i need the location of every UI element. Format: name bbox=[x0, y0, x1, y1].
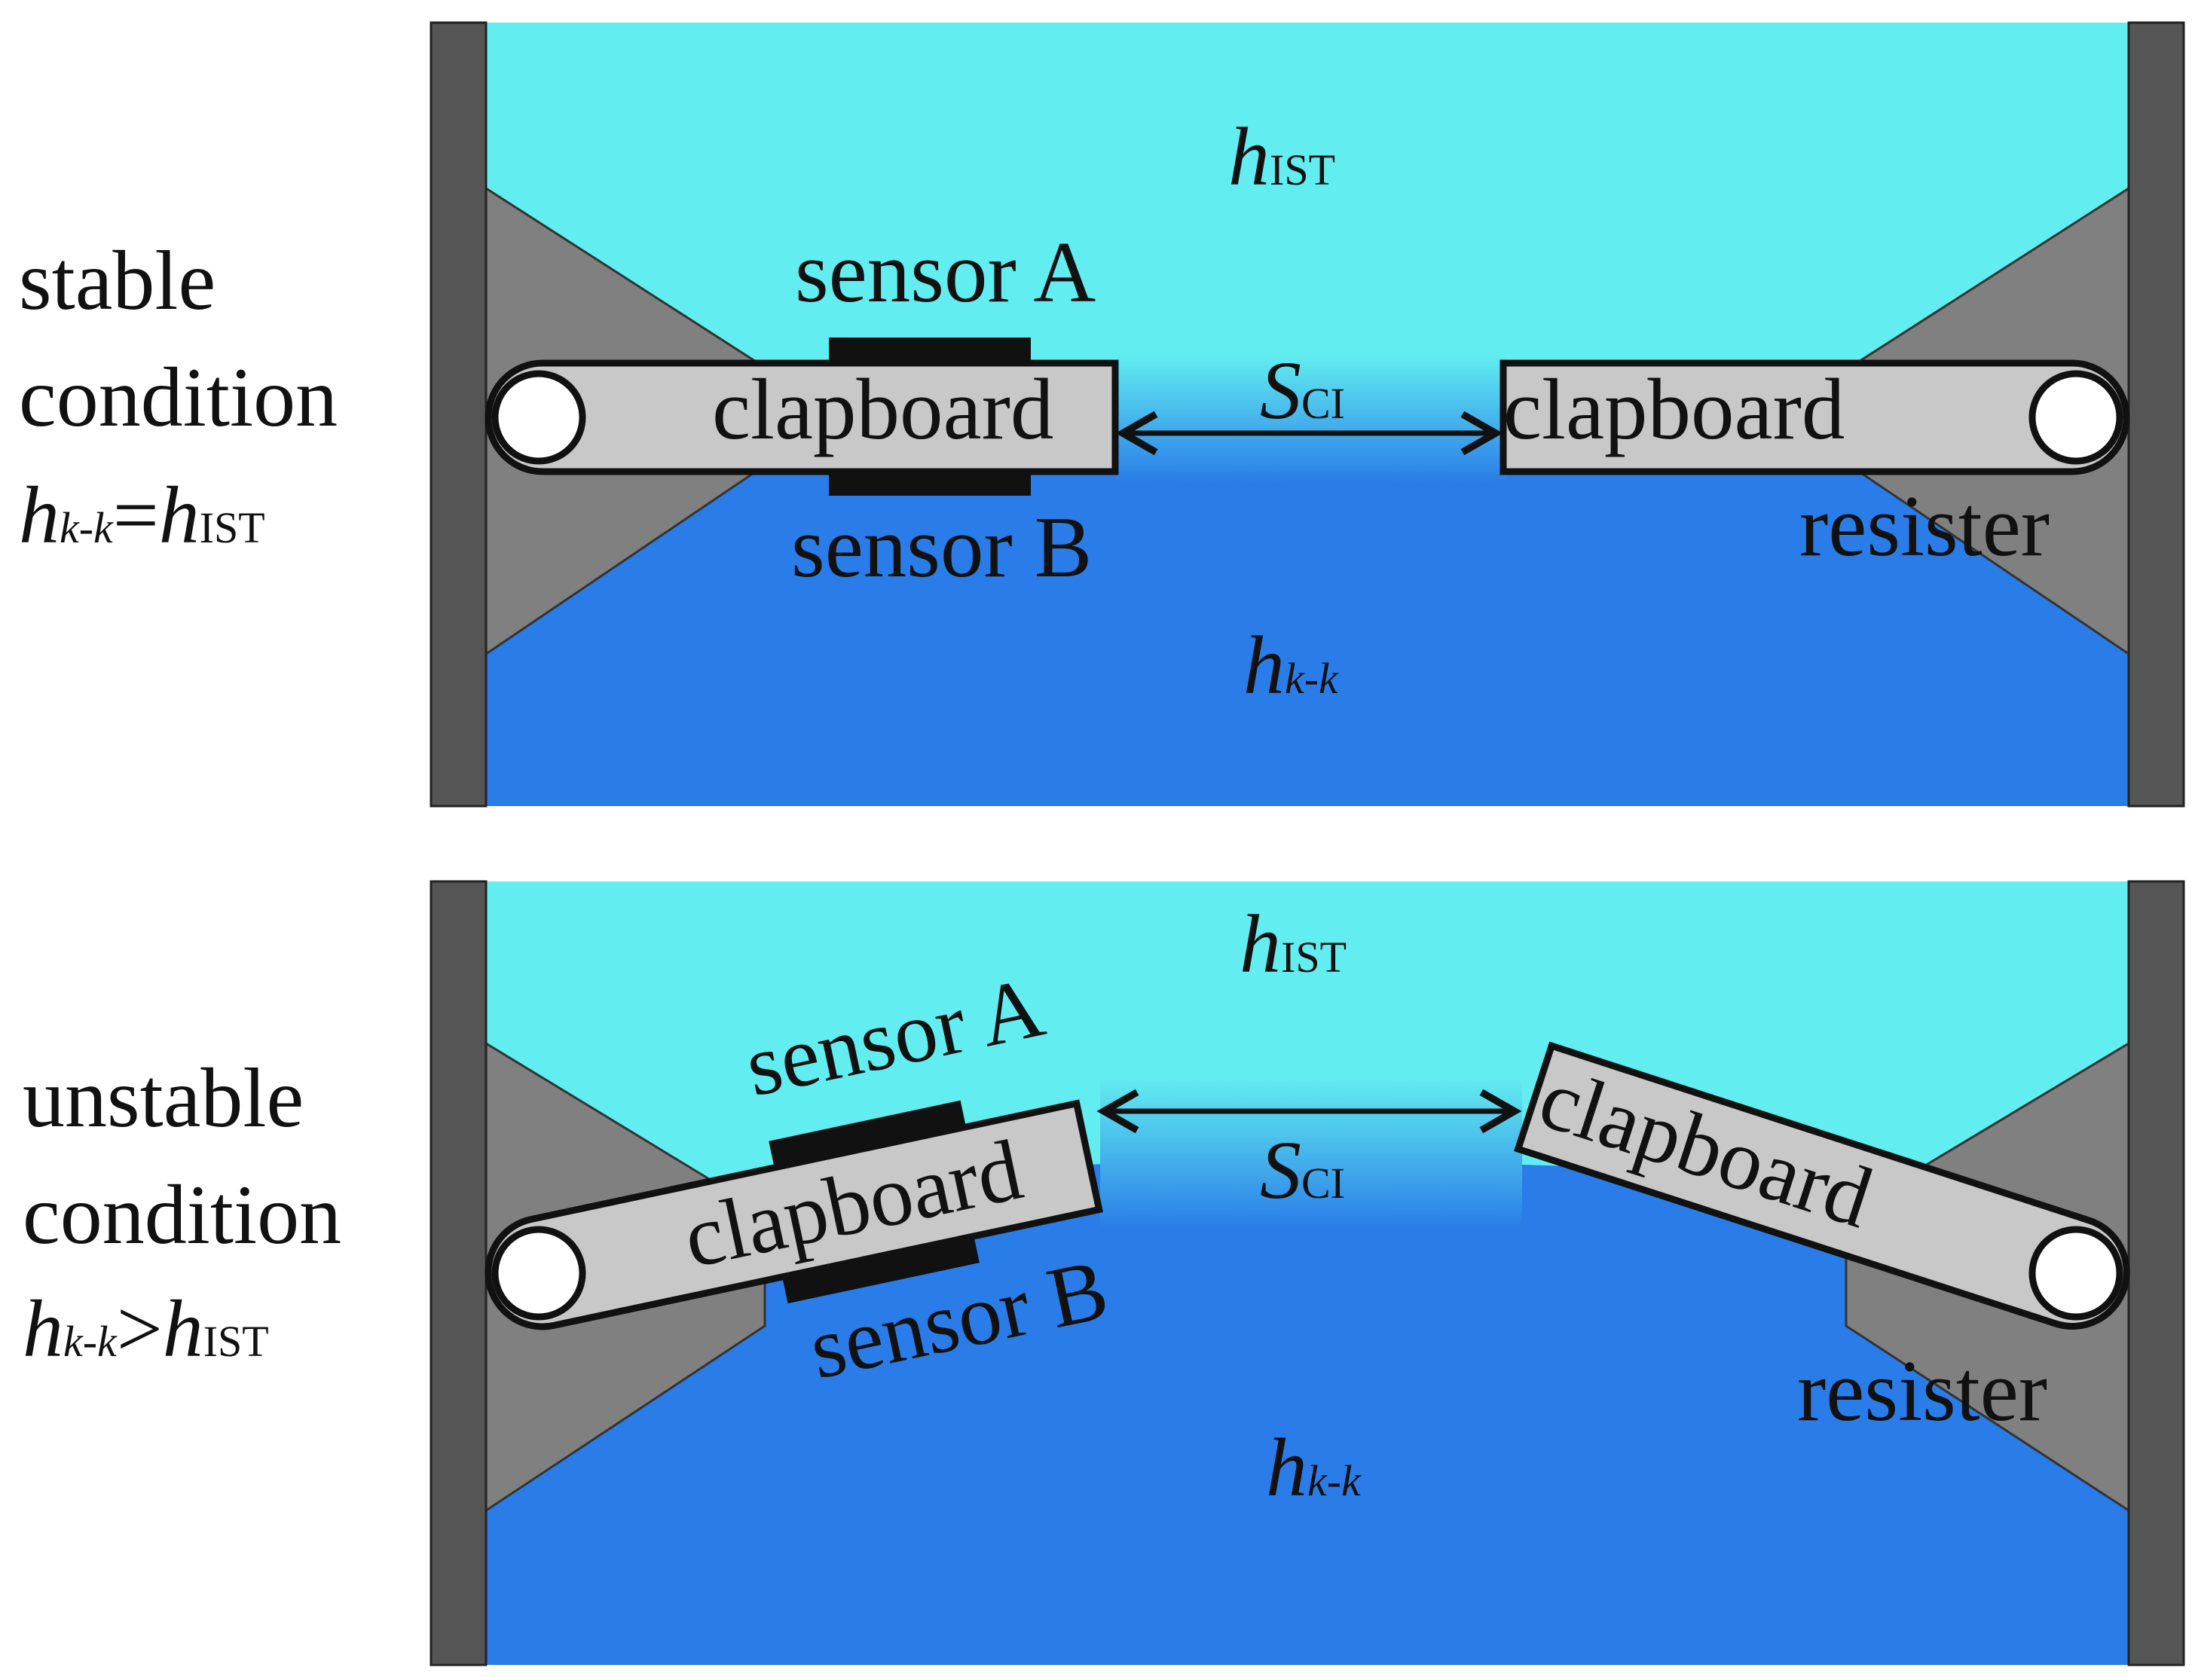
upper-water-label: hIST bbox=[1228, 111, 1335, 203]
condition-line-2: condition bbox=[19, 351, 338, 444]
left-wall bbox=[430, 21, 488, 808]
right-clapboard bbox=[1500, 359, 2130, 475]
sensor-b-pad bbox=[782, 1236, 980, 1304]
lower-water-label: hk-k bbox=[1243, 619, 1339, 711]
lower-water-label: hk-k bbox=[1266, 1422, 1362, 1514]
left-hinge bbox=[491, 370, 586, 465]
left-wall bbox=[430, 880, 488, 1666]
right-wall bbox=[2127, 21, 2185, 808]
left-clapboard bbox=[485, 359, 1119, 475]
condition-line-1: stable bbox=[19, 234, 216, 328]
right-hinge bbox=[2028, 1226, 2123, 1321]
condition-relation: hk-k>hIST bbox=[23, 1284, 269, 1374]
resister-label: resister bbox=[1797, 1343, 2047, 1439]
right-wall bbox=[2127, 880, 2185, 1666]
left-hinge bbox=[491, 1226, 586, 1321]
right-clapboard-label: clapboard bbox=[1503, 362, 1845, 457]
right-clapboard bbox=[1514, 1041, 2130, 1330]
sensor-b-label: sensor B bbox=[791, 499, 1092, 595]
left-clapboard-label: clapboard bbox=[712, 362, 1053, 457]
resister-label: resister bbox=[1799, 478, 2050, 574]
unstable-panel: clapboard clapboard hIST hk-k SCI sensor… bbox=[23, 880, 2185, 1666]
sensor-a-pad bbox=[769, 1100, 967, 1168]
condition-line-1: unstable bbox=[23, 1052, 304, 1145]
left-clapboard bbox=[485, 1099, 1104, 1330]
lower-water bbox=[486, 1164, 2129, 1665]
stable-panel: hIST hk-k SCI sensor A sensor B clapboar… bbox=[19, 21, 2185, 808]
gap-label: SCI bbox=[1260, 344, 1345, 436]
right-hinge bbox=[2028, 370, 2123, 465]
lower-water bbox=[486, 433, 2129, 806]
gap-label: SCI bbox=[1260, 1124, 1345, 1216]
condition-line-2: condition bbox=[23, 1168, 341, 1262]
upper-water-label: hIST bbox=[1240, 898, 1347, 990]
sensor-a-label: sensor A bbox=[795, 225, 1096, 320]
condition-relation: hk-k=hIST bbox=[19, 471, 265, 561]
left-clapboard-assembly: clapboard bbox=[485, 1099, 1104, 1330]
